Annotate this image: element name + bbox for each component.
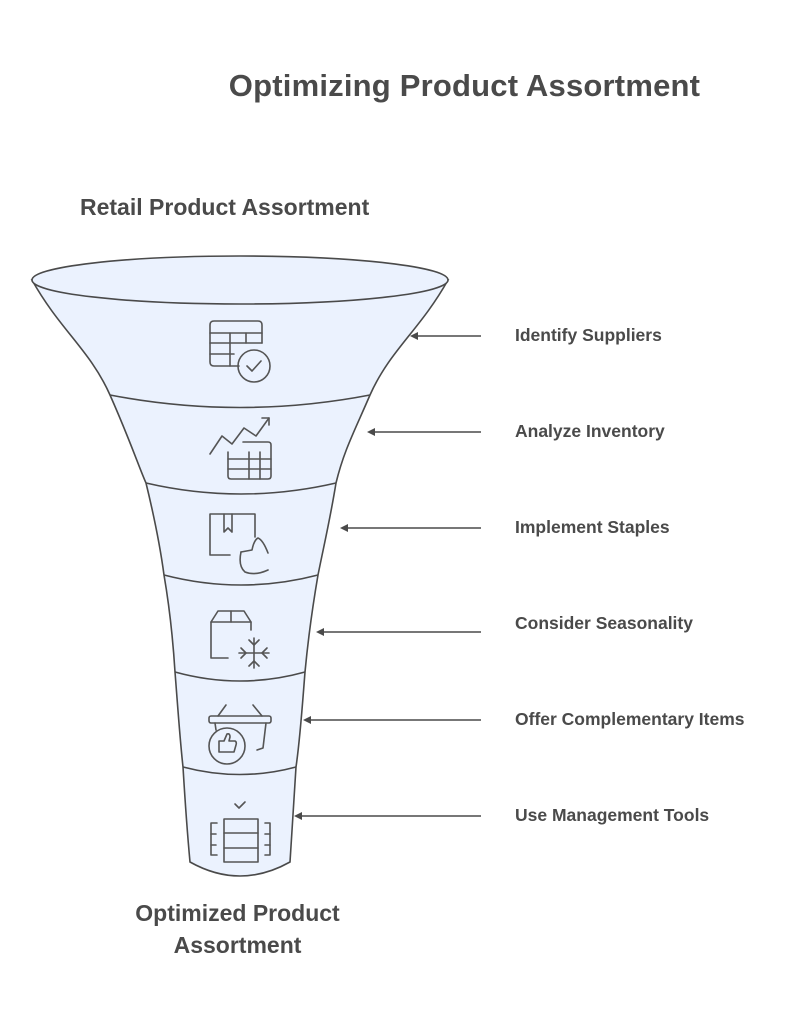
arrow-implement-staples	[340, 524, 481, 532]
stage-label-implement-staples: Implement Staples	[515, 517, 670, 537]
arrow-consider-seasonality	[316, 628, 481, 636]
funnel-top-label: Retail Product Assortment	[80, 194, 370, 220]
stage-label-consider-seasonality: Consider Seasonality	[515, 613, 693, 633]
band-divider	[109, 394, 371, 409]
box-snowflake-icon	[210, 610, 270, 669]
basket-thumbs-up-icon	[208, 704, 272, 765]
diagram-title: Optimizing Product Assortment	[228, 68, 701, 103]
funnel-bottom-label: Optimized Product Assortment	[100, 897, 375, 961]
band-divider	[145, 482, 337, 495]
shelf-check-icon	[210, 801, 271, 863]
stage-label-offer-complementary-items: Offer Complementary Items	[515, 709, 745, 729]
band-divider	[182, 766, 297, 776]
arrow-use-management-tools	[294, 812, 481, 820]
stage-label-identify-suppliers: Identify Suppliers	[515, 325, 662, 345]
stage-label-analyze-inventory: Analyze Inventory	[515, 421, 665, 441]
arrow-identify-suppliers	[410, 332, 481, 340]
arrow-offer-complementary-items	[303, 716, 481, 724]
package-hand-icon	[209, 513, 269, 575]
funnel-bottom-label-line2: Assortment	[173, 932, 302, 958]
funnel-bottom-label-line1: Optimized Product	[135, 900, 340, 926]
stage-label-use-management-tools: Use Management Tools	[515, 805, 710, 825]
trend-chart-table-icon	[209, 417, 272, 480]
band-divider	[174, 671, 306, 682]
funnel-body	[30, 279, 450, 877]
funnel-top-opening	[31, 255, 449, 305]
band-divider	[163, 574, 319, 586]
arrow-analyze-inventory	[367, 428, 481, 436]
table-check-icon	[209, 320, 271, 383]
